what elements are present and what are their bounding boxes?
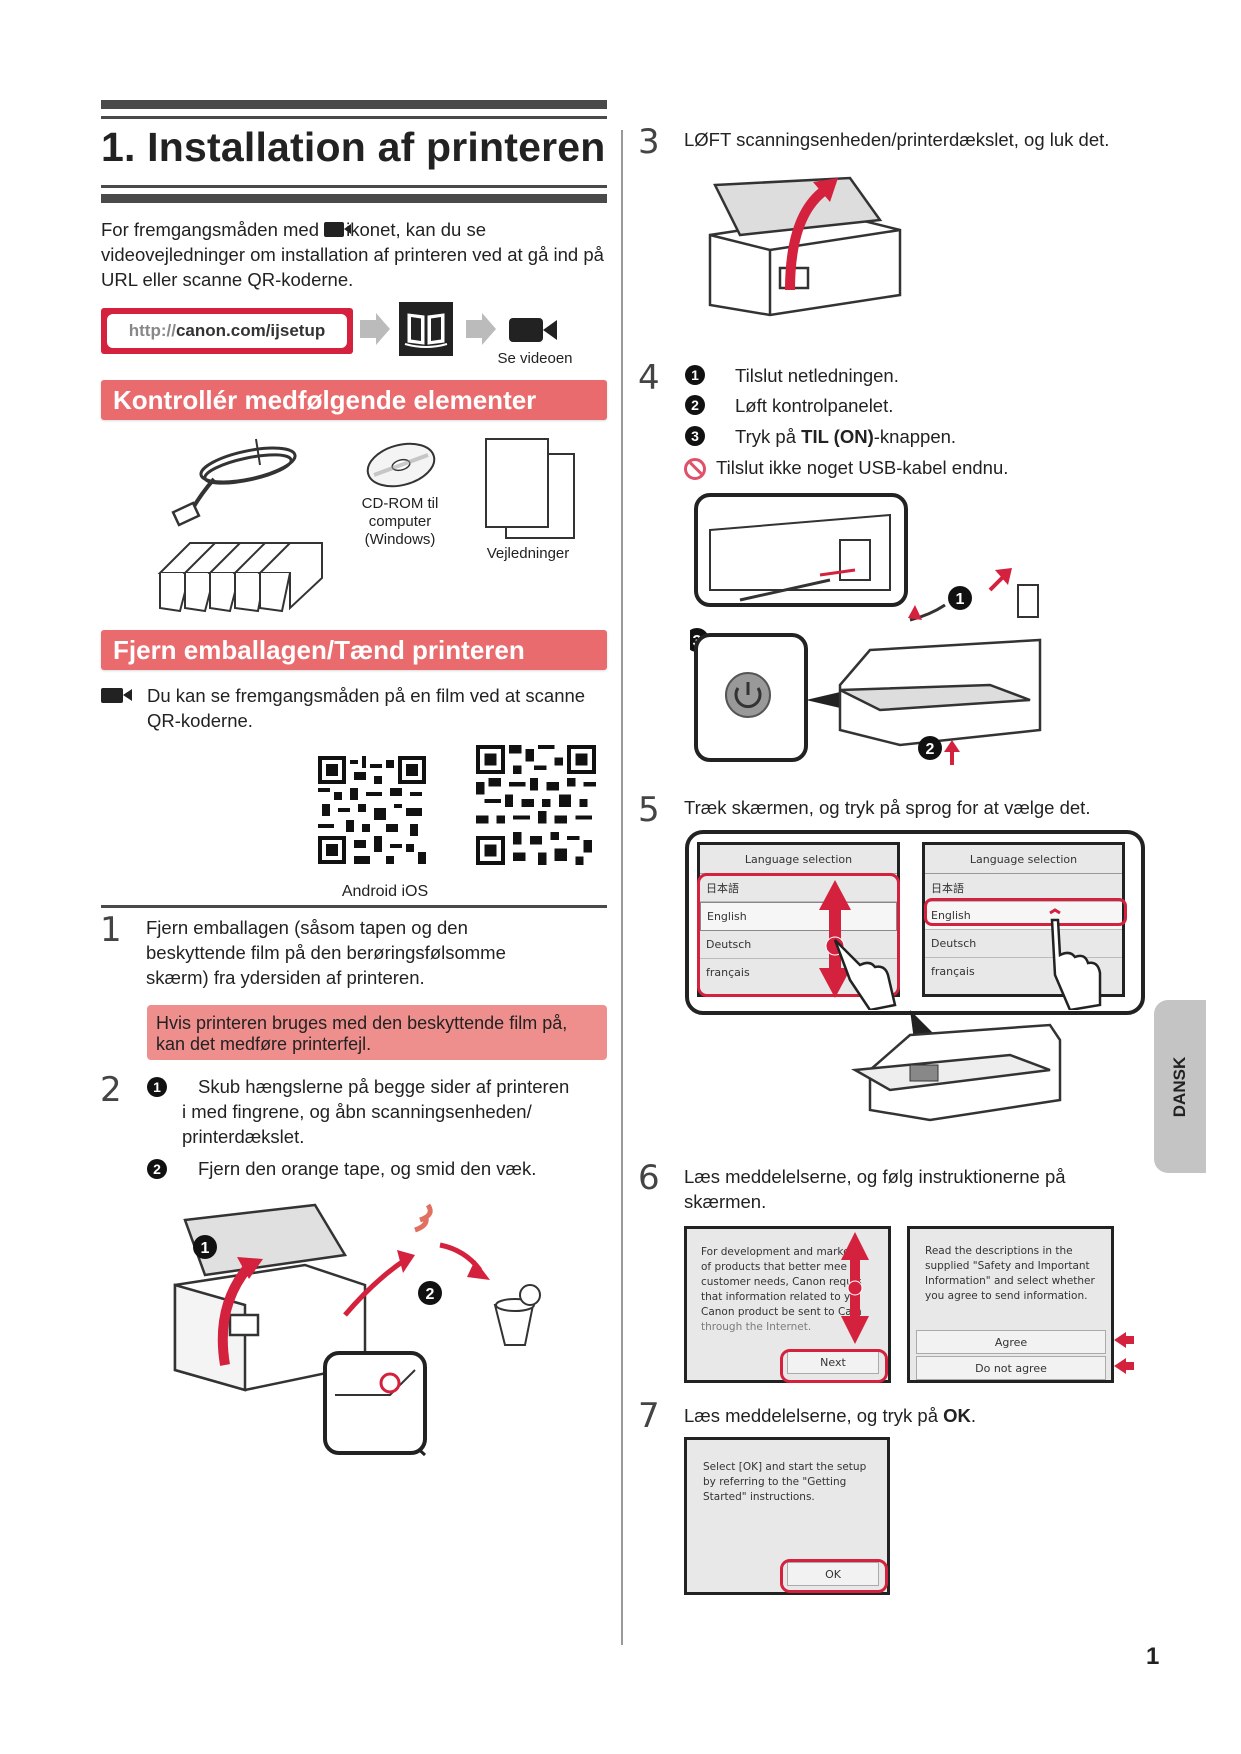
- language-option[interactable]: Deutsch: [700, 931, 897, 959]
- finger-tap-icon: [1049, 908, 1102, 1010]
- step-4-marker-2: 2: [685, 395, 705, 415]
- step-number-4: 4: [638, 358, 660, 398]
- svg-text:1: 1: [956, 591, 965, 608]
- section-header-unpack: Fjern emballagen/Tænd printeren: [101, 630, 607, 670]
- video-camera-lens-icon: [543, 320, 557, 340]
- language-option[interactable]: français: [931, 965, 975, 978]
- open-printer-illustration: 1 2: [173, 1203, 541, 1457]
- step-number-5: 5: [638, 790, 660, 830]
- ok-button[interactable]: OK: [787, 1562, 879, 1586]
- column-divider: [621, 130, 623, 1645]
- scroll-region-highlight: [697, 873, 900, 997]
- step-4-bullet-1: Tilslut netledningen.: [735, 365, 899, 386]
- printer-panel-illustration: [850, 1010, 1062, 1122]
- manuals-label: Vejledninger: [486, 545, 570, 562]
- title-rule-top-thick: [101, 100, 607, 109]
- power-cord-illustration: [171, 438, 297, 527]
- intro-paragraph: For fremgangsmåden med ikonet, kan du se…: [101, 219, 604, 290]
- language-option[interactable]: 日本語: [925, 874, 1122, 902]
- step-number-2: 2: [100, 1070, 122, 1110]
- setup-url-link[interactable]: http://canon.com/ijsetup: [101, 308, 353, 354]
- language-option[interactable]: 日本語: [700, 874, 897, 902]
- step-2-marker-1: 1: [147, 1077, 167, 1097]
- qr-caption: Android iOS: [341, 883, 429, 900]
- step-2-bullet-1-cont: i med fingrene, og åbn scanningsenheden/…: [182, 1101, 532, 1147]
- qr-code-android[interactable]: [318, 755, 426, 865]
- agree-pointer-arrow-icon: [1114, 1332, 1126, 1348]
- video-camera-icon: [324, 222, 352, 237]
- scroll-arrows-icon: [841, 1232, 869, 1344]
- arrow-right-icon: [466, 320, 482, 338]
- ok-button-highlight: [780, 1559, 888, 1593]
- step-number-6: 6: [638, 1158, 660, 1198]
- step-4-bullet-3: Tryk på TIL (ON)-knappen.: [735, 426, 957, 447]
- language-screen-left: Language selection 日本語 English Deutsch f…: [697, 842, 900, 997]
- protective-film-warning: Hvis printeren bruges med den beskyttend…: [147, 1005, 607, 1060]
- page-title: 1. Installation af printeren: [101, 124, 606, 170]
- safety-info-screen: Read the descriptions in the supplied "S…: [907, 1226, 1114, 1383]
- video-camera-icon: [101, 688, 123, 703]
- arrow-right-icon: [376, 313, 390, 345]
- cd-rom-label: CD-ROM til computer (Windows): [361, 495, 439, 548]
- video-camera-lens-icon: [123, 689, 132, 701]
- usb-warning: Tilslut ikke noget USB-kabel endnu.: [716, 457, 1009, 478]
- svg-text:1: 1: [201, 1240, 210, 1257]
- step-4-marker-3: 3: [685, 426, 705, 446]
- step-number-3: 3: [638, 122, 660, 162]
- language-screens-frame: [685, 830, 1145, 1015]
- finger-swipe-icon: [833, 939, 897, 1010]
- title-rule-bottom-thin: [101, 185, 607, 188]
- arrow-right-icon: [360, 320, 376, 338]
- disagree-pointer-arrow-icon: [1114, 1358, 1126, 1374]
- step-2-marker-2: 2: [147, 1159, 167, 1179]
- step-3-text: LØFT scanningsenheden/printerdækslet, og…: [684, 129, 1110, 150]
- section-header-check-items: Kontrollér medfølgende elementer: [101, 380, 607, 420]
- language-option[interactable]: Deutsch: [925, 930, 1122, 958]
- power-on-illustration: 1 3 2: [690, 493, 1042, 765]
- step-1-text: Fjern emballagen (såsom tapen og den bes…: [146, 917, 506, 988]
- qr-code-ios[interactable]: [476, 745, 596, 865]
- book-icon-glyph: [404, 313, 448, 348]
- step-7-text: Læs meddelelserne, og tryk på OK.: [684, 1405, 977, 1426]
- close-cover-illustration: [708, 176, 902, 317]
- language-option[interactable]: français: [706, 966, 750, 979]
- language-screen-right: Language selection 日本語 English Deutsch f…: [922, 842, 1125, 997]
- manual-sheet-front: [485, 438, 549, 528]
- video-note: Du kan se fremgangsmåden på en film ved …: [147, 685, 586, 731]
- title-rule-bottom-thick: [101, 194, 607, 203]
- title-rule-top-thin: [101, 116, 607, 119]
- step-4-bullet-2: Løft kontrolpanelet.: [735, 395, 894, 416]
- language-option[interactable]: English: [700, 902, 897, 931]
- step-4-marker-1: 1: [685, 365, 705, 385]
- prohibited-icon: [684, 458, 706, 480]
- book-icon: [399, 302, 453, 356]
- next-button[interactable]: Next: [787, 1350, 879, 1374]
- svg-text:2: 2: [426, 1286, 435, 1303]
- page-number: 1: [1146, 1643, 1160, 1670]
- next-button-highlight: [780, 1349, 888, 1383]
- step-number-1: 1: [100, 910, 122, 950]
- english-highlight: [924, 898, 1127, 926]
- arrow-right-icon: [482, 313, 496, 345]
- agree-pointer-arrow-icon: [1126, 1336, 1134, 1344]
- video-camera-icon: [509, 318, 543, 342]
- disagree-pointer-arrow-icon: [1126, 1362, 1134, 1370]
- step-2-bullet-1: Skub hængslerne på begge sider af printe…: [198, 1076, 570, 1097]
- language-side-tab: DANSK: [1154, 1000, 1206, 1173]
- svg-text:2: 2: [926, 741, 935, 758]
- watch-video-label: Se videoen: [497, 350, 573, 367]
- step-5-text: Træk skærmen, og tryk på sprog for at væ…: [684, 797, 1091, 818]
- agree-button[interactable]: Agree: [916, 1330, 1106, 1354]
- step-divider-rule: [101, 905, 607, 908]
- do-not-agree-button[interactable]: Do not agree: [916, 1356, 1106, 1380]
- start-setup-screen: Select [OK] and start the setup by refer…: [684, 1437, 890, 1595]
- step-6-text: Læs meddelelserne, og følg instruktioner…: [684, 1166, 1066, 1212]
- ink-tanks-illustration: [157, 542, 323, 613]
- cd-rom-illustration: [366, 442, 436, 488]
- step-number-7: 7: [638, 1396, 660, 1436]
- step-2-bullet-2: Fjern den orange tape, og smid den væk.: [198, 1158, 537, 1179]
